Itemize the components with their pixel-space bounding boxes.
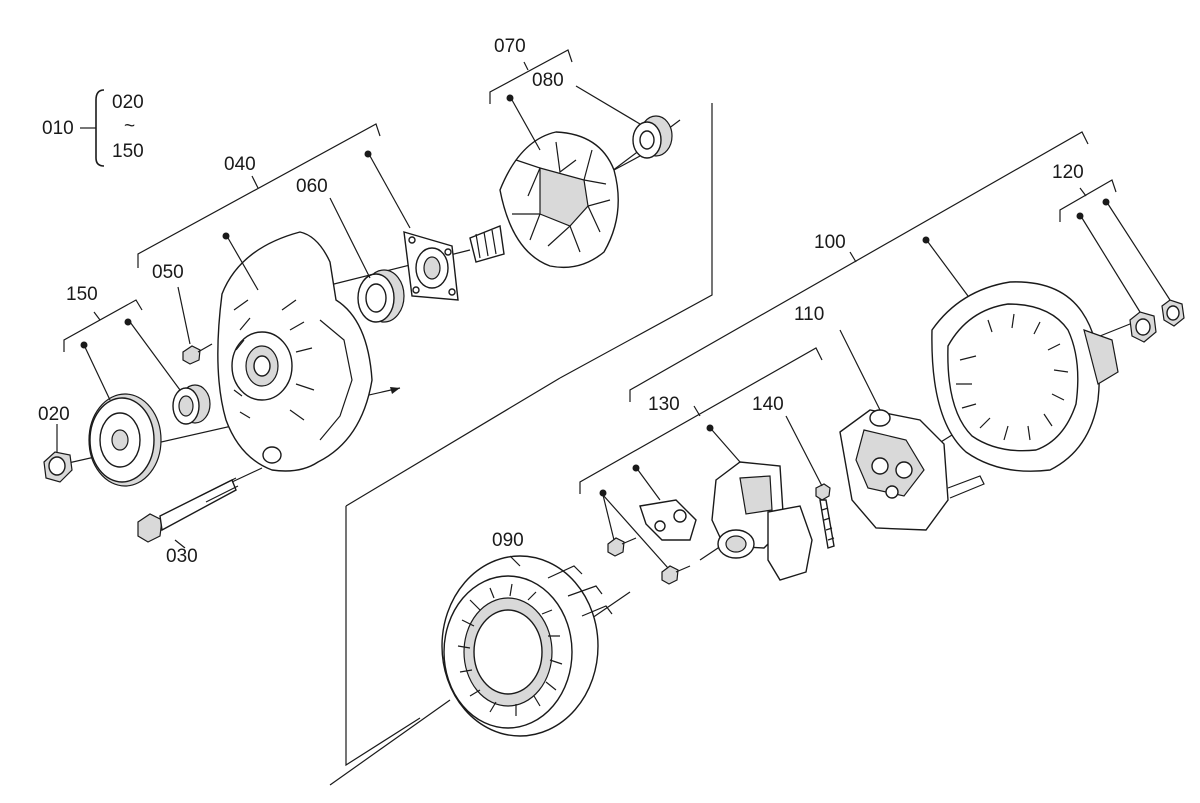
callout-100: 100 [814, 232, 846, 253]
assembly-range-sep: ~ [124, 116, 135, 137]
terminal-plate [632, 464, 697, 541]
bearing-060 [329, 197, 405, 323]
exploded-frame [345, 103, 713, 767]
brush-holder-130 [706, 424, 813, 581]
screws-130 [599, 489, 691, 585]
rotor-070 [469, 94, 641, 269]
callout-020: 020 [38, 404, 70, 425]
assembly-bracket: 010 020 ~ 150 [42, 89, 144, 167]
rear-housing-100 [922, 236, 1119, 472]
spacer-collar [124, 318, 211, 425]
rectifier-110 [839, 329, 985, 531]
front-housing-040 [217, 231, 373, 472]
callout-150: 150 [66, 284, 98, 305]
screw-140 [785, 415, 835, 549]
nut-020 [43, 424, 73, 483]
callout-090: 090 [492, 530, 524, 551]
callout-050: 050 [152, 262, 184, 283]
callout-labels: 020 030 040 050 060 070 080 090 100 110 … [38, 36, 1084, 567]
stator-090 [441, 555, 613, 737]
callout-140: 140 [752, 394, 784, 415]
assembly-range-to: 150 [112, 141, 144, 162]
pulley-150 [80, 341, 162, 487]
bearing-080 [575, 85, 673, 159]
callout-060: 060 [296, 176, 328, 197]
callout-030: 030 [166, 546, 198, 567]
retainer-plate [364, 150, 459, 301]
group-brackets [63, 49, 1117, 494]
callout-120: 120 [1052, 162, 1084, 183]
assembly-number: 010 [42, 118, 74, 139]
nuts-120 [1076, 198, 1185, 343]
callout-130: 130 [648, 394, 680, 415]
callout-110: 110 [794, 304, 824, 325]
screw-050 [177, 286, 213, 365]
callout-040: 040 [224, 154, 256, 175]
callout-080: 080 [532, 70, 564, 91]
callout-070: 070 [494, 36, 526, 57]
bolt-030 [137, 467, 263, 549]
assembly-range-from: 020 [112, 92, 144, 113]
